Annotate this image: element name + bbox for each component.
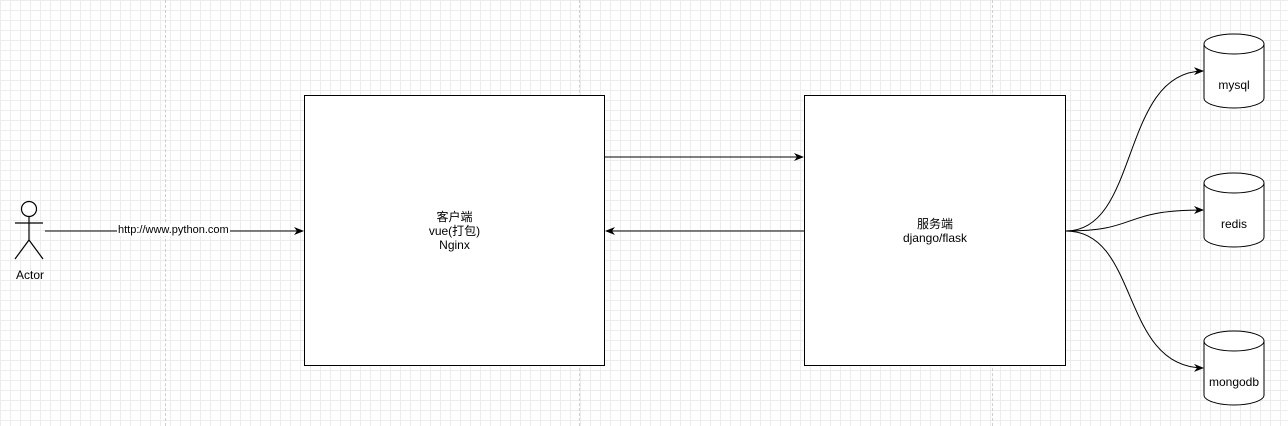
actor-figure[interactable] — [14, 200, 44, 260]
server-box[interactable]: 服务端 django/flask — [804, 95, 1066, 366]
mongodb-cylinder[interactable] — [1203, 330, 1265, 406]
edge-server-to-redis[interactable] — [1065, 206, 1204, 232]
client-box-title: 客户端 — [436, 209, 473, 224]
redis-cylinder[interactable] — [1203, 172, 1265, 248]
mongodb-label: mongodb — [1208, 375, 1260, 389]
edge-server-to-mysql[interactable] — [1065, 67, 1204, 232]
page-guide-left — [165, 0, 166, 426]
client-box-server: Nginx — [439, 237, 470, 252]
mysql-label: mysql — [1218, 78, 1250, 92]
edge-label-url: http://www.python.com — [117, 224, 230, 236]
mysql-cylinder[interactable] — [1203, 33, 1265, 109]
redis-label: redis — [1220, 217, 1247, 231]
actor-label: Actor — [16, 268, 45, 282]
server-box-framework: django/flask — [902, 230, 968, 245]
server-box-title: 服务端 — [916, 216, 953, 231]
client-box-framework: vue(打包) — [428, 223, 481, 238]
client-box[interactable]: 客户端 vue(打包) Nginx — [304, 95, 605, 366]
edge-server-to-mongodb[interactable] — [1065, 230, 1204, 372]
